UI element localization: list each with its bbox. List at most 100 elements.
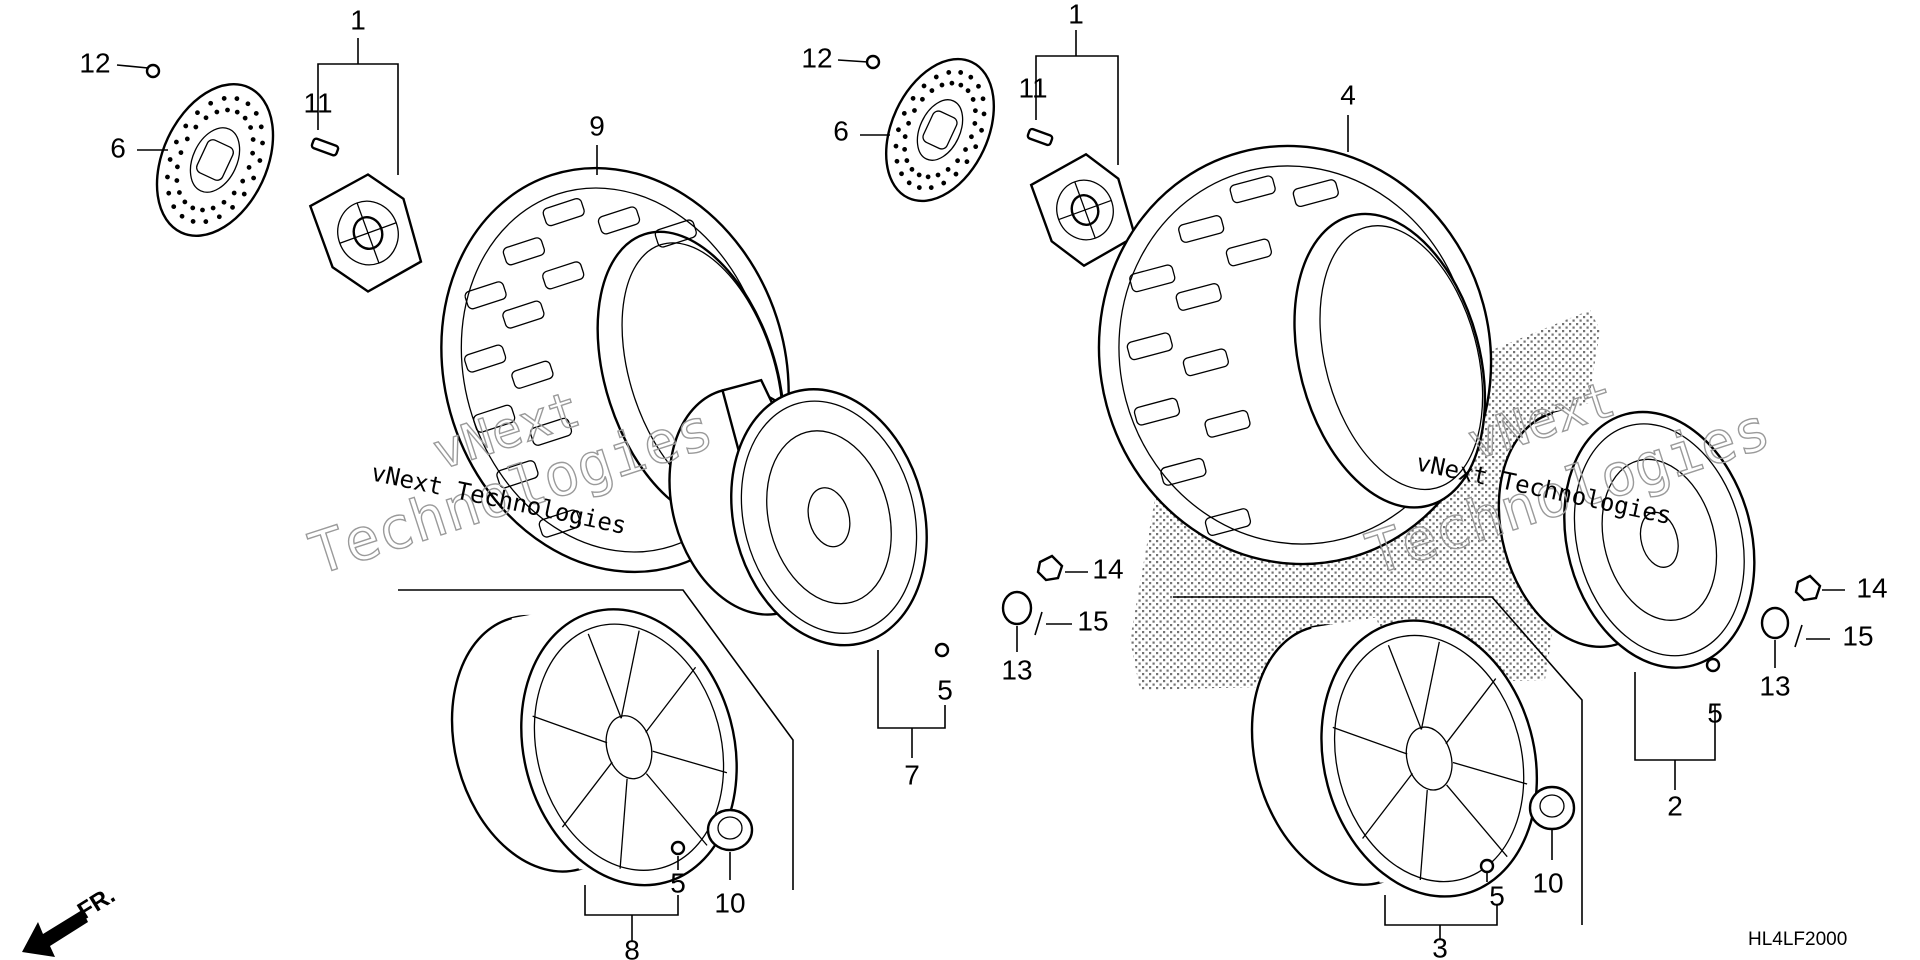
brake-disc-hole: [920, 96, 925, 102]
bolt-5-a: [670, 840, 686, 856]
brake-disc-hole: [225, 107, 230, 113]
callout-11: 11: [1018, 72, 1047, 103]
brake-disc-hole: [251, 175, 257, 181]
brake-disc-hole: [949, 80, 955, 86]
callout-15: 15: [1842, 620, 1873, 651]
brake-disc-hole: [972, 108, 978, 114]
brake-disc-hole: [964, 159, 970, 165]
callout-5: 5: [1489, 880, 1505, 911]
callout-13: 13: [1759, 670, 1790, 701]
callouts: 1 12 11 6 9 14 15 13 5 7 5 10 8 1 12 11 …: [79, 0, 1887, 960]
brake-disc-hole: [916, 172, 922, 178]
callout-5: 5: [670, 867, 686, 898]
brake-disc-hole: [916, 185, 922, 190]
callout-5: 5: [937, 674, 953, 705]
brake-disc-hole: [901, 110, 907, 116]
callout-13: 13: [1001, 654, 1032, 685]
brake-disc-hole: [921, 83, 927, 89]
pin-15-left: [1034, 611, 1043, 636]
callout-15: 15: [1077, 605, 1108, 636]
brake-disc-hole: [980, 96, 986, 102]
bolt-5-b: [934, 642, 950, 658]
brake-disc-hole: [906, 120, 911, 126]
callout-8: 8: [624, 934, 640, 960]
wheel-alloy-8: [450, 607, 738, 887]
nut-13-right: [1760, 606, 1790, 640]
callout-5: 5: [1707, 697, 1723, 728]
brake-disc-hole: [203, 219, 209, 224]
brake-disc-hole: [976, 83, 981, 89]
brake-disc-hole: [173, 139, 179, 145]
callout-11: 11: [303, 87, 332, 118]
brake-disc-hole: [909, 166, 915, 172]
brake-disc-hole: [928, 185, 934, 190]
brake-disc-hole: [234, 96, 240, 102]
brake-disc-hole: [894, 158, 900, 164]
brake-disc-hole: [902, 134, 908, 139]
brake-disc-hole: [195, 110, 200, 116]
hub-cap-10-left: [706, 808, 754, 852]
brake-disc-hole: [955, 158, 960, 164]
brake-disc-hole: [174, 178, 180, 183]
brake-disc-hole: [981, 111, 987, 117]
callout-14: 14: [1092, 553, 1123, 584]
brake-disc-right: [884, 57, 996, 203]
brake-disc-hole: [906, 180, 912, 186]
brake-disc-hole: [246, 164, 252, 170]
brake-disc-hole: [208, 100, 214, 106]
brake-disc-hole: [193, 124, 199, 130]
brake-disc-hole: [972, 121, 978, 126]
bolt-12-right: [865, 54, 881, 70]
brake-disc-hole: [178, 150, 184, 156]
brake-disc-hole: [177, 190, 182, 195]
nut-13-left: [1001, 590, 1033, 626]
brake-disc-hole: [183, 123, 189, 129]
front-direction-arrow: FR.: [22, 882, 120, 957]
nut-14-right: [1794, 574, 1822, 602]
brake-disc-hole: [968, 74, 974, 80]
brake-disc-hole: [929, 88, 935, 93]
brake-disc-hole: [958, 82, 964, 88]
brake-disc-hole: [174, 164, 180, 170]
callout-6: 6: [833, 115, 849, 146]
callout-3: 3: [1432, 932, 1448, 960]
brake-disc-hole: [896, 127, 901, 133]
brake-disc-hole: [167, 157, 173, 162]
brake-disc-hole: [221, 199, 227, 205]
separator-line-left: [398, 589, 794, 890]
brake-disc-hole: [242, 115, 248, 121]
brake-disc-hole: [958, 70, 964, 75]
bolt-5-d: [1705, 657, 1721, 673]
diagram-code: HL4LF2000: [1748, 929, 1847, 950]
brake-disc-hole: [965, 88, 971, 94]
wheel-steel-7: [668, 378, 928, 647]
callout-1: 1: [1068, 0, 1084, 29]
brake-disc-hole: [969, 134, 974, 140]
hub-right: [1029, 152, 1137, 268]
leader-lines: [116, 30, 1845, 942]
callout-10: 10: [1532, 867, 1563, 898]
brake-disc-hole: [953, 171, 959, 177]
brake-disc-hole: [248, 125, 253, 130]
brake-disc-hole: [231, 190, 237, 196]
callout-14: 14: [1856, 572, 1887, 603]
brake-disc-hole: [970, 97, 976, 102]
brake-disc-hole: [250, 150, 256, 156]
tire-rear-4: [1097, 144, 1493, 566]
bolt-12-left: [145, 63, 161, 79]
bolt-5-c: [1479, 858, 1495, 874]
callout-4: 4: [1340, 79, 1356, 110]
brake-disc-hole: [184, 136, 190, 142]
brake-disc-hole: [933, 74, 939, 80]
brake-disc-hole: [203, 115, 209, 121]
brake-disc-hole: [221, 96, 227, 101]
brake-disc-hole: [945, 167, 951, 172]
brake-disc-hole: [946, 70, 952, 75]
brake-disc-hole: [210, 205, 216, 211]
wheel-steel-2: [1497, 400, 1756, 669]
hub-left: [308, 173, 423, 293]
brake-disc-hole: [190, 218, 196, 224]
brake-disc-hole: [214, 109, 220, 115]
brake-disc-hole: [257, 158, 263, 163]
